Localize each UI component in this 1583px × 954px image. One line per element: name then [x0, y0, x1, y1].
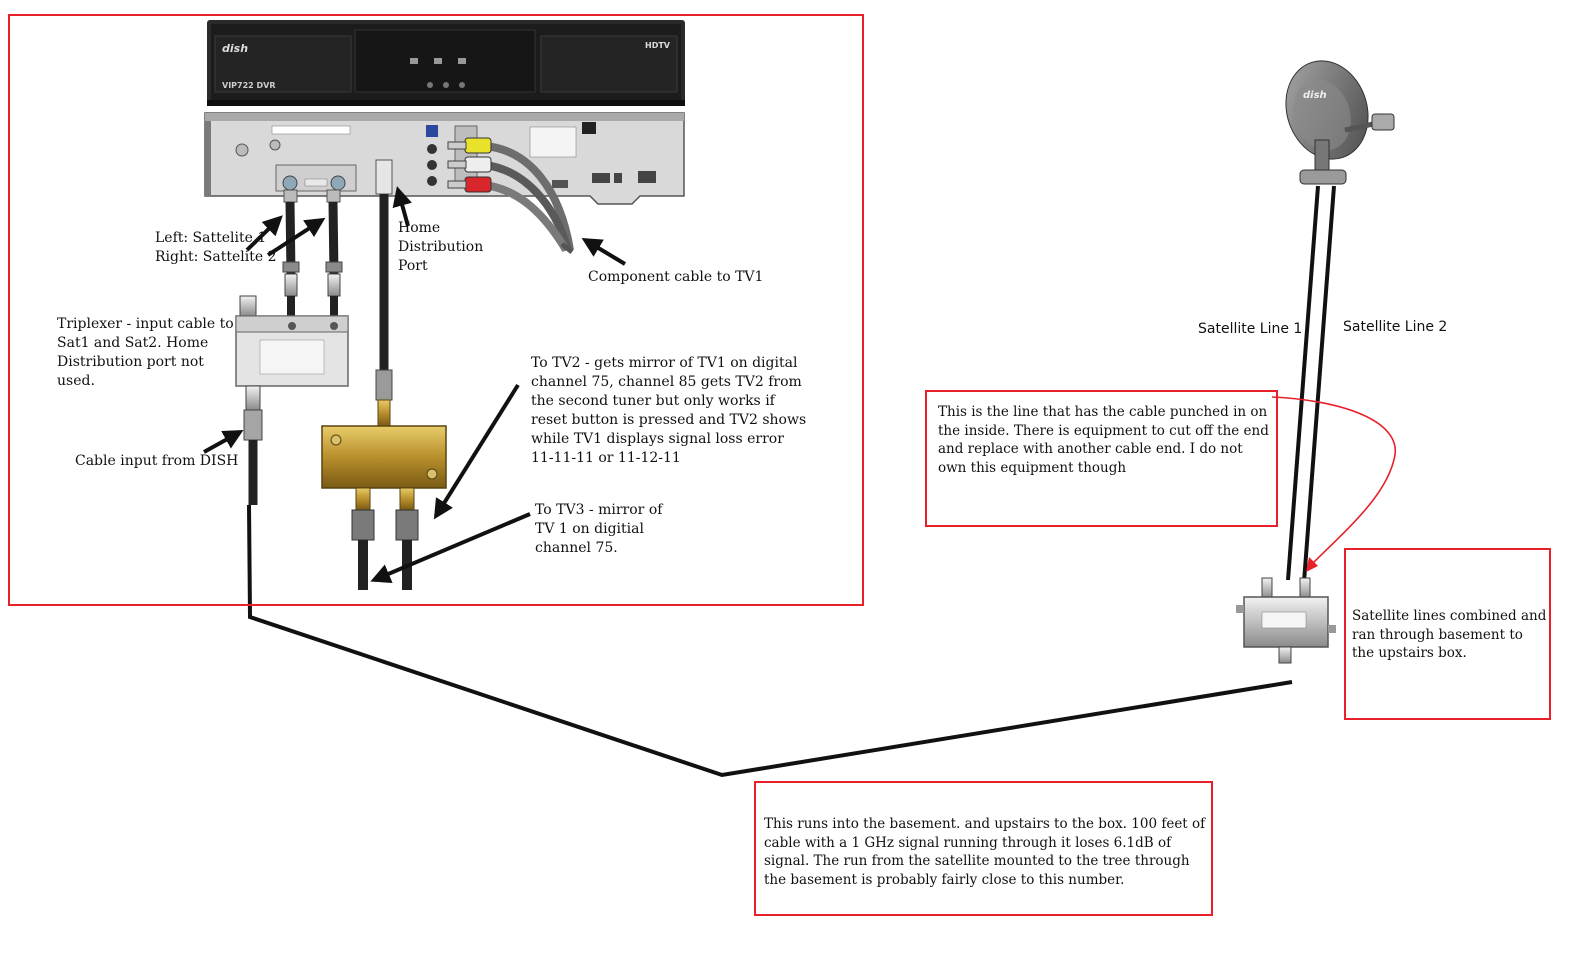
receiver-model: VIP722 DVR [222, 81, 276, 90]
combined-lines-note-box: Satellite lines combined and ran through… [1344, 548, 1551, 720]
red-pointer-arrow [1271, 396, 1396, 567]
tv2-label: To TV2 - gets mirror of TV1 on digital c… [531, 355, 807, 466]
combined-lines-note: Satellite lines combined and ran through… [1352, 608, 1547, 661]
outdoor-splitter [1236, 577, 1336, 664]
satellite-line-1-label: Satellite Line 1 [1198, 321, 1303, 337]
home-distribution-port-label: Home Distribution Port [398, 220, 484, 274]
indoor-setup-frame [8, 14, 864, 606]
home-distribution-cable [375, 159, 393, 427]
satellite-lines [1286, 185, 1336, 583]
red-pointer-arrowhead [1306, 557, 1318, 572]
basement-run-note-box: This runs into the basement. and upstair… [754, 781, 1213, 916]
component-cable-label: Component cable to TV1 [588, 269, 764, 285]
receiver-front [207, 20, 685, 106]
punched-line-note-box: This is the line that has the cable punc… [925, 390, 1278, 527]
component-cable [447, 137, 574, 254]
receiver-brand: dish [222, 42, 248, 55]
annotation-arrows [203, 186, 627, 583]
satellite-dish: dish [1285, 60, 1395, 185]
triplexer-label: Triplexer - input cable to Sat1 and Sat2… [57, 316, 234, 389]
cable-input-label: Cable input from DISH [75, 453, 239, 469]
dish-input-cable [247, 440, 1293, 778]
punched-line-note: This is the line that has the cable punc… [938, 404, 1269, 476]
tv3-label: To TV3 - mirror of TV 1 on digitial chan… [535, 502, 663, 556]
gold-splitter [321, 425, 447, 590]
satellite-ports-label: Left: Sattelite 1 Right: Sattelite 2 [155, 230, 277, 265]
triplexer [235, 295, 349, 441]
receiver-hdtv-badge: HDTV [645, 41, 671, 50]
svg-text:dish: dish [1303, 90, 1327, 101]
basement-run-note: This runs into the basement. and upstair… [764, 816, 1206, 887]
satellite-line-2-label: Satellite Line 2 [1343, 319, 1448, 335]
